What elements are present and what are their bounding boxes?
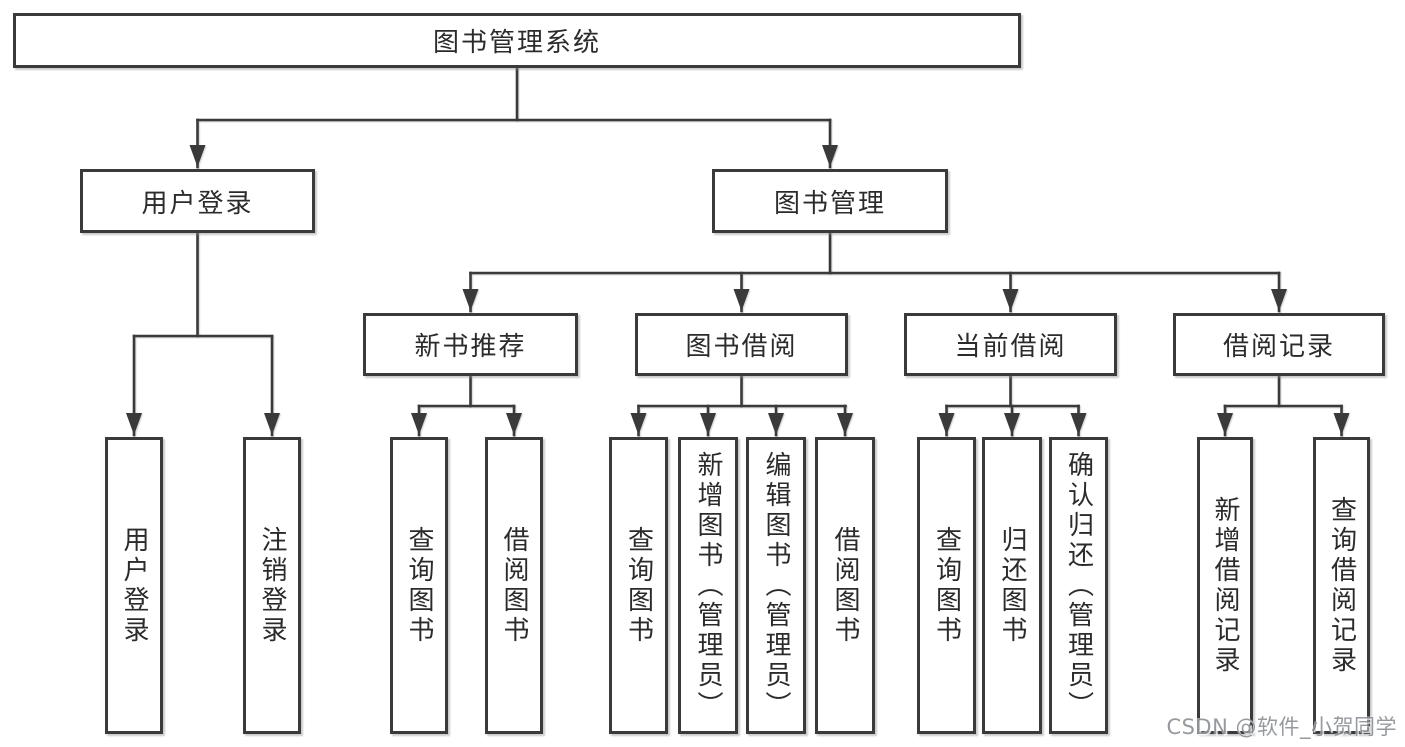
node-root: 图书管理系统 [13,13,1021,68]
node-book-borrow: 图书借阅 [635,313,848,376]
node-new-book-recommend: 新书推荐 [363,313,578,376]
leaf-borrow-book-recommend: 借阅图书 [485,437,543,734]
leaf-user-login-label: 用户登录 [119,525,149,646]
leaf-query-book-borrow-label: 查询图书 [623,525,654,646]
node-user-login: 用户登录 [80,169,315,233]
leaf-add-book-admin: 新增图书（管理员） [678,437,738,734]
leaf-confirm-return-admin-label: 确认归还（管理员） [1063,450,1094,721]
leaf-add-book-admin-label: 新增图书（管理员） [693,450,723,721]
leaf-query-book-borrow: 查询图书 [609,437,668,734]
leaf-query-book-recommend-label: 查询图书 [404,525,434,646]
node-user-login-label: 用户登录 [141,188,254,219]
node-borrow-records-label: 借阅记录 [1222,332,1335,362]
leaf-user-login: 用户登录 [105,437,163,734]
node-book-management-label: 图书管理 [773,188,886,219]
leaf-return-book-label: 归还图书 [997,525,1027,646]
leaf-borrow-book-label: 借阅图书 [830,525,860,646]
csdn-watermark: CSDN @软件_小贺同学 [1166,715,1397,739]
leaf-add-borrow-record-label: 新增借阅记录 [1210,495,1240,676]
leaf-query-book-recommend: 查询图书 [390,437,448,734]
leaf-logout: 注销登录 [243,437,301,734]
leaf-edit-book-admin-label: 编辑图书（管理员） [761,450,791,721]
leaf-logout-label: 注销登录 [257,525,287,646]
node-book-management: 图书管理 [712,169,948,233]
node-new-book-recommend-label: 新书推荐 [414,332,527,362]
leaf-edit-book-admin: 编辑图书（管理员） [746,437,806,734]
node-current-borrow: 当前借阅 [904,313,1117,376]
leaf-confirm-return-admin: 确认归还（管理员） [1049,437,1108,734]
leaf-borrow-book-recommend-label: 借阅图书 [499,525,529,646]
leaf-add-borrow-record: 新增借阅记录 [1197,437,1253,734]
leaf-query-borrow-record-label: 查询借阅记录 [1326,495,1357,676]
node-root-label: 图书管理系统 [432,28,601,58]
leaf-borrow-book: 借阅图书 [815,437,875,734]
leaf-query-book-current: 查询图书 [917,437,976,734]
leaf-query-book-current-label: 查询图书 [931,525,962,646]
leaf-query-borrow-record: 查询借阅记录 [1313,437,1370,734]
leaf-return-book: 归还图书 [982,437,1042,734]
node-borrow-records: 借阅记录 [1173,313,1385,376]
node-current-borrow-label: 当前借阅 [954,332,1067,362]
node-book-borrow-label: 图书借阅 [685,332,798,362]
